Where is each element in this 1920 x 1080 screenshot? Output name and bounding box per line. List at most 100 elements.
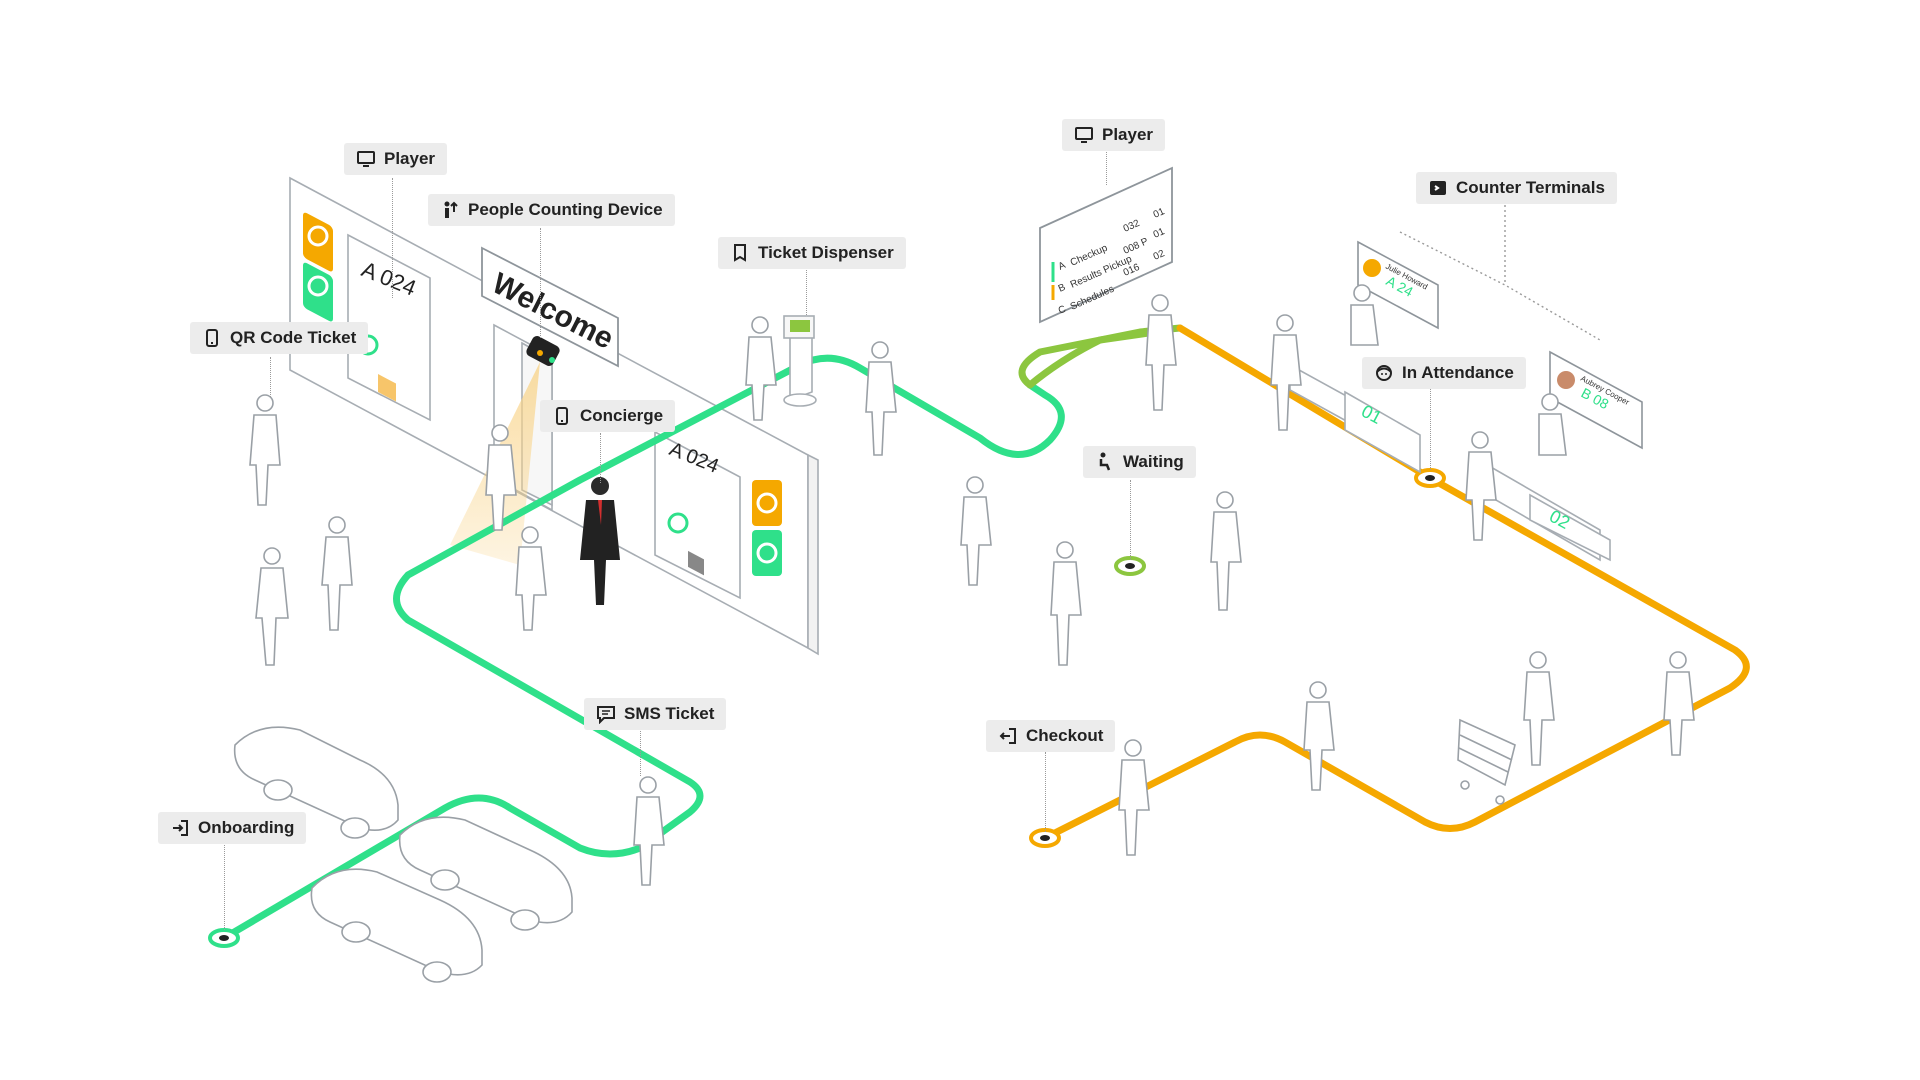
shopping-cart xyxy=(1457,718,1516,805)
seated-person-icon xyxy=(1095,452,1115,472)
person-sms xyxy=(633,776,665,886)
person-middle xyxy=(960,476,992,586)
person-walk xyxy=(1303,681,1335,791)
label-player-right: Player xyxy=(1062,119,1166,151)
label-text: Waiting xyxy=(1123,452,1184,471)
phone-icon xyxy=(552,406,572,426)
lead-player-left xyxy=(392,178,393,298)
journey-path xyxy=(220,324,1750,942)
person-agent-2 xyxy=(1538,393,1567,456)
ticket-screen-left: A 024 xyxy=(347,233,431,422)
lead-player-right xyxy=(1106,150,1107,185)
label-in-attendance: In Attendance xyxy=(1362,357,1526,389)
label-text: Onboarding xyxy=(198,818,295,837)
label-text: Counter Terminals xyxy=(1456,178,1605,197)
lead-checkout xyxy=(1045,752,1046,832)
car-1 xyxy=(233,726,399,839)
lead-people-counting xyxy=(540,228,541,338)
person-dispenser xyxy=(745,316,777,421)
label-waiting: Waiting xyxy=(1083,446,1196,478)
label-text: People Counting Device xyxy=(468,200,663,219)
label-counter-terminals: Counter Terminals xyxy=(1416,172,1617,204)
ticket-dispenser-kiosk xyxy=(783,315,817,407)
person-tablet xyxy=(865,341,897,456)
board-row-c-counter: 02 xyxy=(1152,248,1167,263)
lead-concierge xyxy=(600,433,601,483)
enter-icon xyxy=(170,818,190,838)
marker-attendance xyxy=(1414,468,1446,488)
cars xyxy=(233,726,573,983)
lead-dispenser xyxy=(806,270,807,315)
label-text: In Attendance xyxy=(1402,363,1514,382)
counter-terminal-leads xyxy=(1399,205,1601,341)
label-text: QR Code Ticket xyxy=(230,328,357,347)
board-row-b: B xyxy=(1057,282,1068,295)
lead-in-attendance xyxy=(1430,388,1431,470)
label-people-counting: People Counting Device xyxy=(428,194,675,226)
person-left-2 xyxy=(321,516,353,631)
board-row-a-counter: 01 xyxy=(1152,206,1167,221)
concierge-figure xyxy=(580,477,620,605)
person-counter-2 xyxy=(1465,431,1497,541)
path-green-to-player xyxy=(1026,326,1174,389)
path-orange xyxy=(1041,324,1750,842)
person-checkout-1 xyxy=(1118,739,1150,856)
lead-onboarding xyxy=(224,845,225,930)
person-counter-1 xyxy=(1270,314,1302,431)
status-panels-right xyxy=(752,480,782,576)
person-waiting-2 xyxy=(1210,491,1242,611)
player-board: A Checkup 032 01 B Results Pickup 008 P … xyxy=(1039,166,1173,324)
message-icon xyxy=(596,704,616,724)
person-qr xyxy=(249,394,281,506)
counter-desk-1: 01 xyxy=(1289,363,1421,474)
label-text: Checkout xyxy=(1026,726,1104,745)
board-row-c: C xyxy=(1057,304,1068,317)
person-cart xyxy=(1523,651,1555,766)
counter-screen-1: Julie Howard A 24 xyxy=(1357,240,1439,330)
label-text: Player xyxy=(1102,125,1154,144)
status-panels-left xyxy=(303,212,333,322)
board-row-a: A xyxy=(1057,260,1068,273)
marker-waiting xyxy=(1114,556,1146,576)
agent-icon xyxy=(1374,363,1394,383)
board-row-b-counter: 01 xyxy=(1152,226,1167,241)
path-markers xyxy=(208,468,1446,948)
label-ticket-dispenser: Ticket Dispenser xyxy=(718,237,906,269)
exit-icon xyxy=(998,726,1018,746)
label-onboarding: Onboarding xyxy=(158,812,307,844)
path-transition xyxy=(1018,324,1184,389)
person-door-2 xyxy=(515,526,547,631)
label-sms-ticket: SMS Ticket xyxy=(584,698,727,730)
label-qr-ticket: QR Code Ticket xyxy=(190,322,369,354)
counter-screen-2: Aubrey Cooper B 08 xyxy=(1549,350,1643,450)
person-door xyxy=(485,424,517,531)
path-green xyxy=(220,354,1065,942)
person-basket xyxy=(1663,651,1695,756)
label-text: Concierge xyxy=(580,406,664,425)
ticket-screen-right: A 024 xyxy=(654,430,741,600)
label-concierge: Concierge xyxy=(540,400,676,432)
lead-waiting xyxy=(1130,480,1131,560)
person-waiting-1 xyxy=(1050,541,1082,666)
person-arrow-icon xyxy=(440,200,460,220)
label-player-left: Player xyxy=(344,143,448,175)
label-text: Player xyxy=(384,149,436,168)
lead-sms xyxy=(640,726,641,776)
people xyxy=(249,284,1695,886)
monitor-icon xyxy=(1074,125,1094,145)
label-checkout: Checkout xyxy=(986,720,1116,752)
car-2 xyxy=(398,816,573,931)
person-agent-1 xyxy=(1350,284,1379,346)
label-text: Ticket Dispenser xyxy=(758,243,894,262)
lead-qr xyxy=(270,357,271,397)
ticket-icon xyxy=(730,243,750,263)
phone-icon xyxy=(202,328,222,348)
label-text: SMS Ticket xyxy=(624,704,715,723)
terminal-icon xyxy=(1428,178,1448,198)
marker-checkout xyxy=(1029,828,1061,848)
person-left-1 xyxy=(255,547,289,666)
monitor-icon xyxy=(356,149,376,169)
marker-onboarding xyxy=(208,928,240,948)
person-player xyxy=(1145,294,1177,411)
